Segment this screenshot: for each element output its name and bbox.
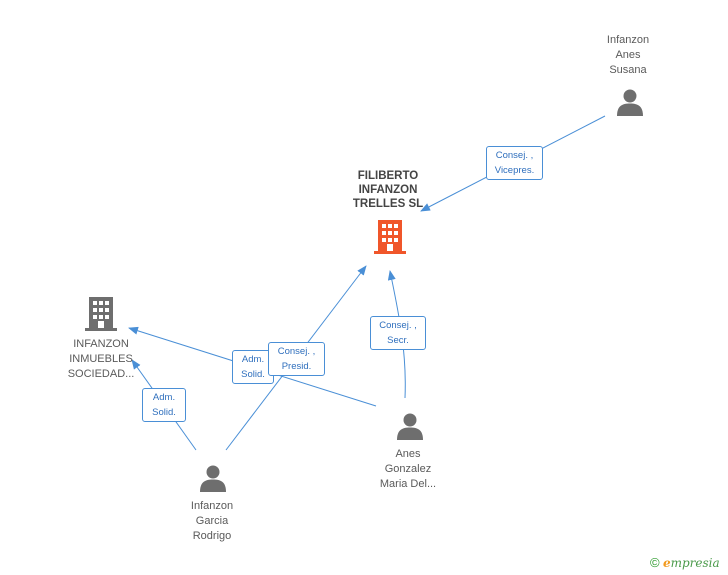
- edge-label-adm-solid[interactable]: Adm. Solid.: [142, 388, 186, 422]
- empresia-logo: © empresia: [650, 555, 720, 570]
- person-icon: [617, 89, 643, 116]
- person-label-anes-gonzalez[interactable]: Anes Gonzalez Maria Del...: [379, 448, 437, 490]
- person-icon: [397, 413, 423, 440]
- building-icon: [374, 220, 406, 254]
- edge-label-consej-secr[interactable]: Consej. , Secr.: [370, 316, 426, 350]
- person-label-infanzon-garcia-rodrigo[interactable]: Infanzon Garcia Rodrigo: [190, 500, 234, 542]
- building-icon: [85, 297, 117, 331]
- edge-label-adm-solid[interactable]: Adm. Solid.: [232, 350, 274, 384]
- edge-label-consej-presid[interactable]: Consej. , Presid.: [268, 342, 325, 376]
- edge-label-consej-vicepres[interactable]: Consej. , Vicepres.: [486, 146, 543, 180]
- company-label-filiberto-infanzon-trelles[interactable]: FILIBERTO INFANZON TRELLES SL: [352, 170, 424, 210]
- person-label-infanzon-anes-susana[interactable]: Infanzon Anes Susana: [606, 34, 650, 76]
- person-icon: [200, 465, 226, 492]
- company-label-infanzon-inmuebles[interactable]: INFANZON INMUEBLES SOCIEDAD...: [67, 338, 135, 380]
- copyright-icon: ©: [650, 555, 660, 570]
